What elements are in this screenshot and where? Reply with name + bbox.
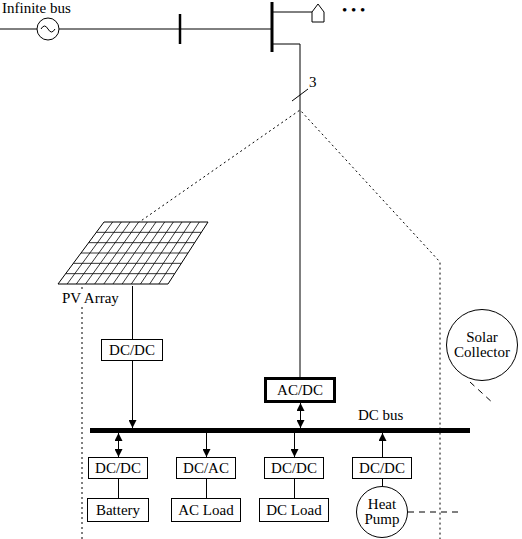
converter-box: DC/DC: [352, 457, 412, 479]
node-text: Battery: [96, 502, 140, 519]
converter-box: DC/AC: [176, 457, 236, 479]
node-text: DC/DC: [359, 460, 405, 477]
heat-link: [470, 382, 494, 404]
connector: [206, 479, 207, 498]
generator-sine: [41, 26, 55, 32]
dc-bus: DC bus: [90, 428, 470, 433]
grid-wire: [0, 29, 180, 30]
node-text: DC/DC: [95, 460, 141, 477]
converter-box: DC/DC: [101, 339, 163, 361]
node-text: DC Load: [266, 502, 321, 519]
connector: [118, 433, 119, 457]
node-text: DC bus: [356, 407, 405, 424]
load-box: AC Load: [171, 498, 241, 522]
house-icon: [312, 4, 324, 22]
phase-slash: [292, 89, 308, 101]
phase-count: 3: [309, 74, 317, 91]
house-outline: [82, 110, 440, 539]
converter-box: DC/DC: [264, 457, 324, 479]
connector: [132, 286, 133, 339]
heat-link: [408, 512, 462, 513]
node-text: DC/DC: [271, 460, 317, 477]
pv-array: PV Array: [56, 220, 212, 286]
node-text: AC Load: [178, 502, 233, 519]
node-text: Solar Collector: [451, 330, 513, 360]
node-text: Heat Pump: [361, 497, 403, 527]
storage-box: Battery: [87, 498, 149, 522]
load-box: DC Load: [259, 498, 329, 522]
connector: [118, 479, 119, 498]
grid-wire: [180, 29, 272, 30]
connector: [132, 361, 133, 428]
annotation: • • •: [342, 2, 365, 19]
node-text: PV Array: [60, 290, 121, 307]
converter-box: AC/DC: [264, 377, 336, 403]
feeder-wire: [272, 44, 300, 378]
heat-pump-circle: Heat Pump: [356, 486, 408, 538]
connector: [206, 433, 207, 457]
connector: [294, 433, 295, 457]
feeder-wire: [272, 12, 312, 13]
pv-panel: [56, 220, 212, 286]
pv-grid: [66, 222, 202, 284]
connector: [382, 479, 383, 486]
connector: [300, 403, 301, 428]
converter-box: DC/DC: [88, 457, 148, 479]
solar-collector: Solar Collector: [446, 309, 518, 381]
generator-symbol: [37, 18, 59, 40]
connector: [294, 479, 295, 498]
node-text: DC/DC: [109, 342, 155, 359]
pv-outline: [58, 222, 208, 284]
connector: [382, 433, 383, 457]
annotation: Infinite bus: [2, 0, 71, 17]
node-text: AC/DC: [277, 382, 323, 399]
node-text: DC/AC: [183, 460, 229, 477]
